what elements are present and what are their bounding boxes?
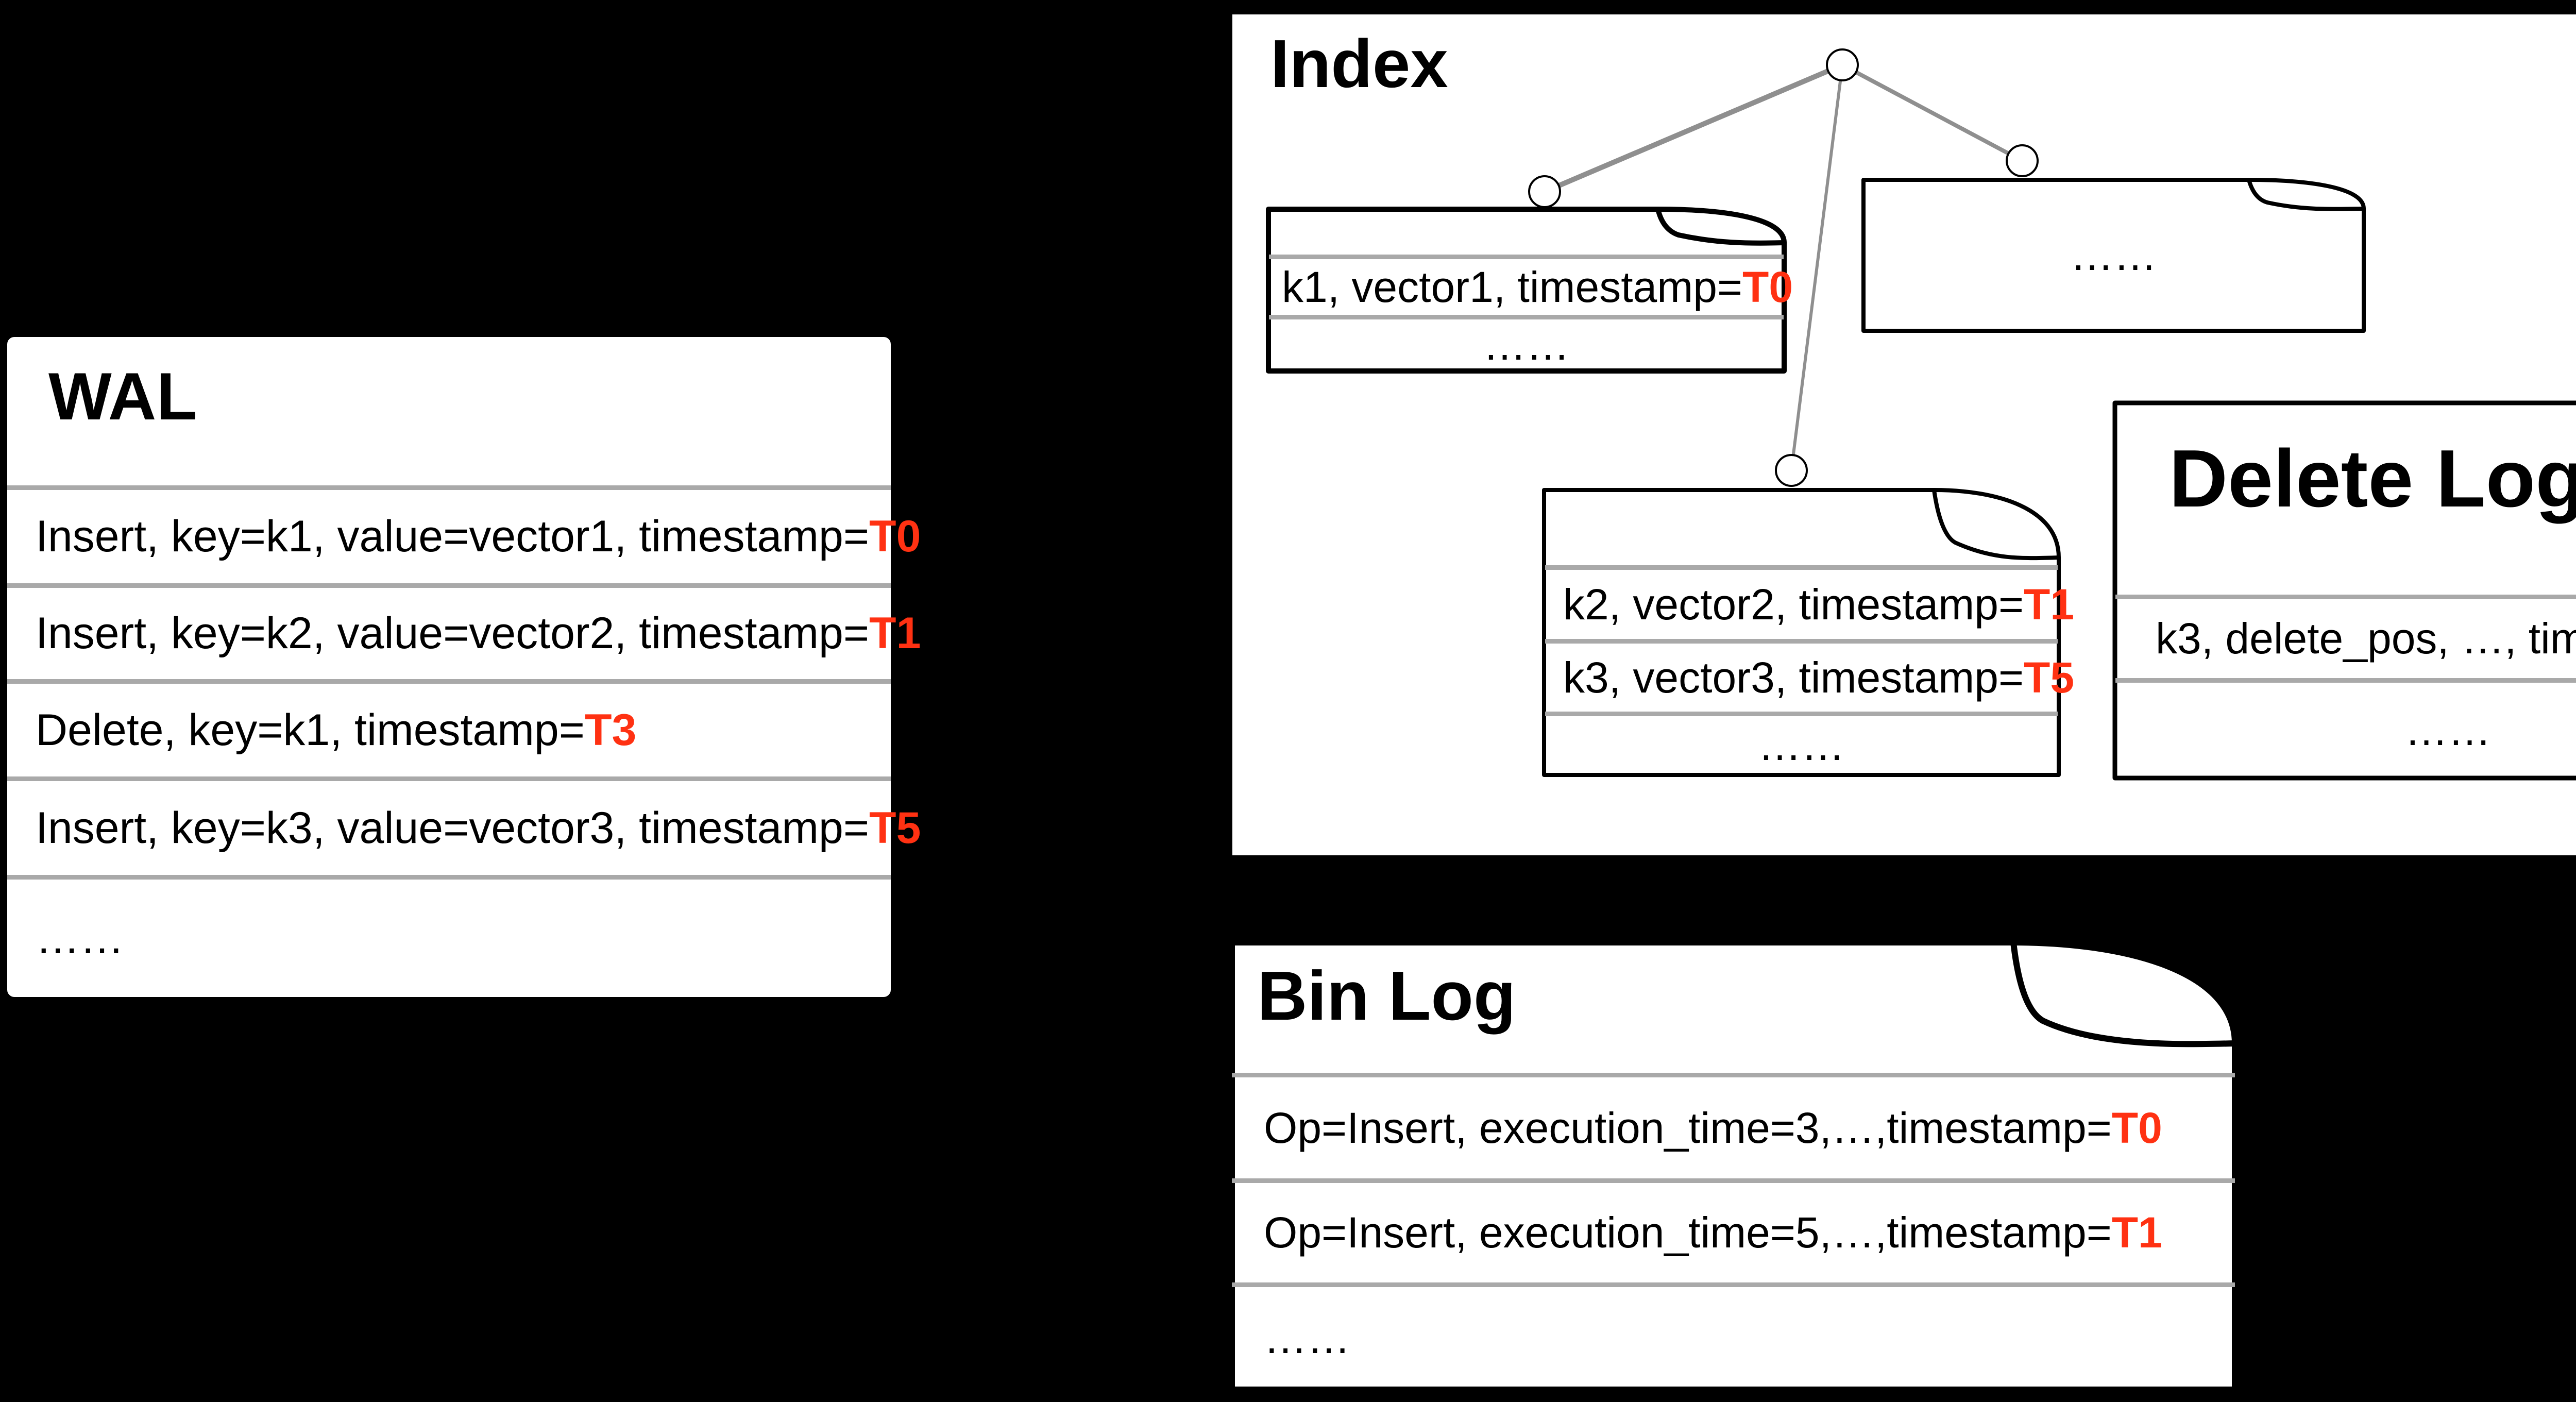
delete-log-row-text: …… [2404, 705, 2492, 754]
bin-log-row-1: Op=Insert, execution_time=3,…,timestamp=… [1232, 1073, 2235, 1178]
bin-log-box: Bin Log Op=Insert, execution_time=3,…,ti… [1229, 939, 2238, 1393]
wal-row-text: Delete, key=k1, timestamp= [36, 705, 585, 755]
index-middle-segment-k2-k3: k2, vector2, timestamp=T1 k3, vector3, t… [1542, 488, 2074, 777]
wal-row-text: Insert, key=k3, value=vector3, timestamp… [36, 803, 870, 853]
wal-row-timestamp: T1 [869, 609, 921, 658]
segment-row-k1: k1, vector1, timestamp=T0 [1269, 255, 1793, 315]
segment-row-ellipsis: …… [1269, 315, 1784, 370]
wal-row-timestamp: T0 [869, 512, 921, 561]
segment-row-text: k3, vector3, timestamp= [1563, 653, 2024, 702]
wal-row-timestamp: T5 [869, 803, 921, 853]
wal-row-timestamp: T3 [584, 705, 637, 755]
wal-title: WAL [48, 359, 197, 434]
bin-log-row-timestamp: T0 [2111, 1103, 2162, 1152]
index-panel-title: Index [1270, 26, 1448, 102]
index-right-segment: …… [1861, 178, 2366, 333]
bin-log-row-text: Op=Insert, execution_time=3,…,timestamp= [1264, 1103, 2112, 1152]
wal-row-insert-k2: Insert, key=k2, value=vector2, timestamp… [7, 583, 921, 679]
bin-log-title: Bin Log [1257, 957, 1516, 1035]
document-shape-icon [1542, 488, 2061, 777]
segment-row-k3: k3, vector3, timestamp=T5 [1545, 639, 2074, 712]
wal-row-insert-k3: Insert, key=k3, value=vector3, timestamp… [7, 776, 921, 875]
segment-row-text: k1, vector1, timestamp= [1282, 262, 1743, 311]
document-shape-icon [1861, 178, 2366, 333]
wal-row-insert-k1: Insert, key=k1, value=vector1, timestamp… [7, 485, 921, 583]
segment-row-text: …… [1483, 320, 1570, 369]
wal-box: WAL Insert, key=k1, value=vector1, times… [5, 335, 921, 999]
segment-row-text: k2, vector2, timestamp= [1563, 580, 2024, 629]
bin-log-row-2: Op=Insert, execution_time=5,…,timestamp=… [1232, 1178, 2235, 1282]
wal-row-text: Insert, key=k2, value=vector2, timestamp… [36, 609, 870, 658]
wal-row-text: …… [36, 913, 124, 963]
bin-log-row-timestamp: T1 [2111, 1208, 2162, 1257]
segment-row-timestamp: T0 [1742, 262, 1793, 311]
wal-row-delete-k1: Delete, key=k1, timestamp=T3 [7, 679, 891, 776]
delete-log-box: Delete Log k3, delete_pos, …, timestamp=… [2112, 400, 2576, 781]
document-shape-icon [2112, 400, 2576, 781]
delete-log-row-k3: k3, delete_pos, …, timestamp=T3 [2115, 595, 2576, 678]
bin-log-row-text: …… [1264, 1314, 1350, 1362]
segment-row-k2: k2, vector2, timestamp=T1 [1545, 565, 2074, 639]
segment-row-timestamp: T5 [2024, 653, 2075, 702]
document-shape-icon [1266, 207, 1787, 374]
wal-row-text: Insert, key=k1, value=vector1, timestamp… [36, 512, 870, 561]
wal-row-ellipsis: …… [7, 875, 891, 997]
segment-row-text: …… [1758, 720, 1845, 769]
bin-log-row-ellipsis: …… [1232, 1282, 2235, 1390]
index-leaf-segment-k1: k1, vector1, timestamp=T0 …… [1266, 207, 1793, 374]
bin-log-row-text: Op=Insert, execution_time=5,…,timestamp= [1264, 1208, 2112, 1257]
segment-row-ellipsis: …… [1545, 712, 2058, 774]
document-shape-icon [1229, 939, 2238, 1393]
segment-row-timestamp: T1 [2024, 580, 2075, 629]
delete-log-title: Delete Log [2169, 433, 2576, 524]
segment-row-ellipsis: …… [2070, 231, 2157, 279]
delete-log-row-text: k3, delete_pos, …, timestamp= [2156, 614, 2576, 663]
delete-log-row-ellipsis: …… [2115, 678, 2576, 778]
